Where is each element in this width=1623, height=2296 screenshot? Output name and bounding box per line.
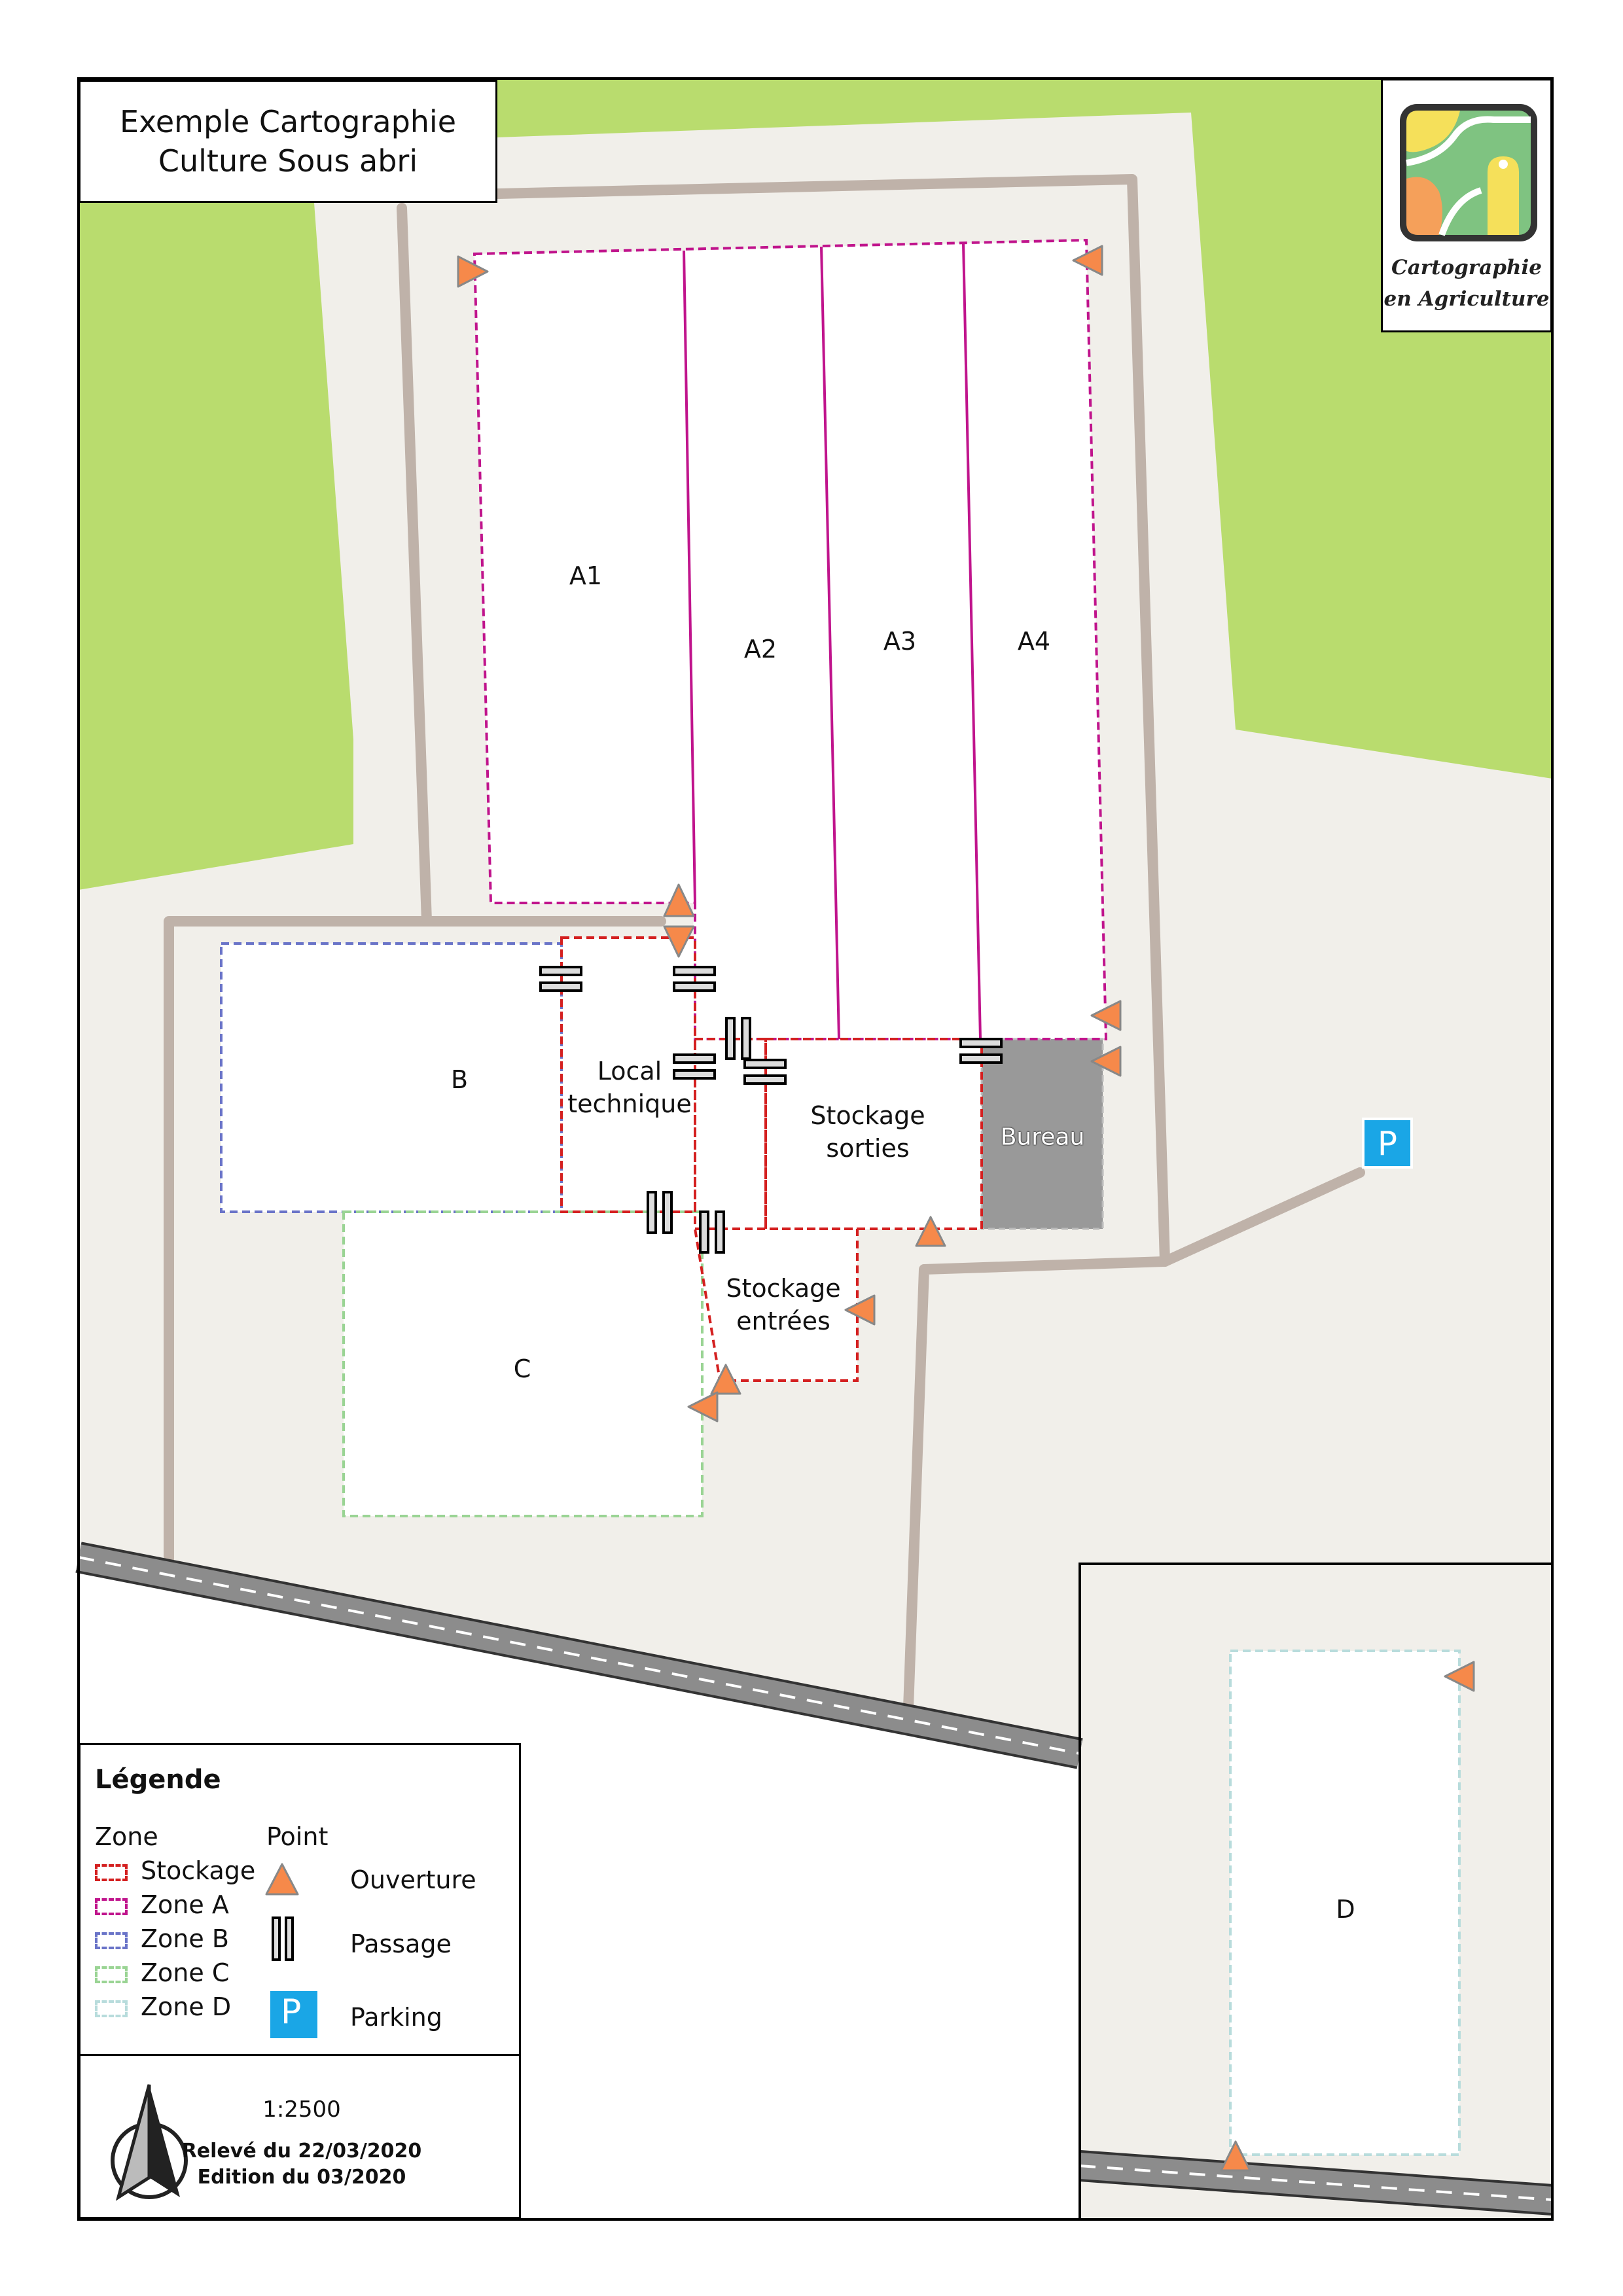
logo-text-line1: Cartographie xyxy=(1391,256,1542,279)
releve-date: Relevé du 22/03/2020 xyxy=(181,2140,422,2163)
label-stockage-sorties: Stockage sorties xyxy=(810,1099,925,1165)
legend-item-ouverture: Ouverture xyxy=(350,1865,476,1894)
logo-icon xyxy=(1400,104,1537,241)
opening-a4-south xyxy=(1090,1000,1122,1031)
legend-item-zone-d: Zone D xyxy=(141,1992,232,2021)
passage-sorties-west xyxy=(743,1059,787,1085)
parking-icon xyxy=(1362,1118,1413,1169)
label-b: B xyxy=(450,1065,469,1094)
label-bureau: Bureau xyxy=(1000,1123,1085,1151)
opening-a1-west xyxy=(457,255,489,288)
legend-heading: Légende xyxy=(95,1765,221,1795)
north-arrow-icon xyxy=(111,2084,188,2201)
map-title-box: Exemple Cartographie Culture Sous abri xyxy=(79,80,497,203)
opening-stockage-entrees-east xyxy=(844,1294,876,1326)
opening-a4-east xyxy=(1072,245,1103,276)
logo-text-line2: en Agriculture xyxy=(1383,287,1550,311)
legend-item-zone-b: Zone B xyxy=(141,1924,229,1953)
passage-local-east xyxy=(673,1053,716,1080)
legend-swatch-stockage xyxy=(95,1864,128,1881)
label-stockage-sorties-line2: sorties xyxy=(826,1134,910,1163)
legend-item-passage: Passage xyxy=(350,1930,452,1958)
grass-area-right xyxy=(1191,113,1552,779)
road xyxy=(75,1542,1554,2216)
legend-item-parking: Parking xyxy=(350,2003,442,2032)
stockage-outlines xyxy=(560,936,983,1382)
label-c: C xyxy=(513,1354,531,1383)
legend-point-heading: Point xyxy=(266,1822,329,1851)
opening-stockage-entrees-south xyxy=(710,1364,741,1395)
label-a2: A2 xyxy=(743,635,777,663)
label-stockage-sorties-line1: Stockage xyxy=(810,1101,925,1130)
passage-c-entrees xyxy=(699,1210,725,1254)
scale-box: 1:2500 Relevé du 22/03/2020 Edition du 0… xyxy=(79,2054,521,2219)
label-stockage-entrees-line2: entrées xyxy=(736,1307,830,1335)
label-stockage-entrees: Stockage entrées xyxy=(726,1272,840,1337)
legend-swatch-zone-b xyxy=(95,1932,128,1949)
opening-a1-south-down xyxy=(663,925,695,958)
opening-zone-d-east xyxy=(1444,1661,1475,1692)
legend-item-stockage: Stockage xyxy=(141,1856,256,1885)
legend-swatch-zone-c xyxy=(95,1966,128,1983)
logo-box: Cartographie en Agriculture xyxy=(1381,79,1552,332)
path-south xyxy=(903,1256,1170,1713)
map-title-line2: Culture Sous abri xyxy=(158,143,418,179)
edition-date: Edition du 03/2020 xyxy=(197,2166,406,2189)
opening-a1-south-up xyxy=(663,883,695,917)
label-a3: A3 xyxy=(883,627,917,656)
legend-item-zone-c: Zone C xyxy=(141,1958,230,1987)
label-a1: A1 xyxy=(569,561,603,590)
legend-zone-heading: Zone xyxy=(95,1822,158,1851)
passage-b-local xyxy=(539,966,582,992)
opening-zone-c xyxy=(687,1391,719,1422)
passage-vertical-top xyxy=(725,1017,751,1060)
label-stockage-entrees-line1: Stockage xyxy=(726,1274,841,1303)
label-d: D xyxy=(1336,1895,1355,1924)
grass-area-left xyxy=(79,203,353,890)
zone-fills xyxy=(221,240,1459,2155)
legend-triangle-icon xyxy=(265,1863,299,1896)
zone-b-outline xyxy=(220,942,563,1213)
map-title-line1: Exemple Cartographie xyxy=(119,104,457,139)
path-north xyxy=(164,203,432,1569)
openings xyxy=(457,245,1475,2172)
legend-passage-icon xyxy=(272,1916,294,1961)
passage-bureau xyxy=(959,1038,1003,1064)
zone-d-outline xyxy=(1229,1650,1461,2156)
label-local-technique-line2: technique xyxy=(567,1089,692,1118)
legend-swatch-zone-a xyxy=(95,1898,128,1915)
legend-swatch-zone-d xyxy=(95,2000,128,2017)
label-local-technique: Local technique xyxy=(567,1055,691,1120)
path-top xyxy=(492,174,1365,1267)
label-a4: A4 xyxy=(1017,627,1051,656)
legend-parking-letter: P xyxy=(281,1992,302,2032)
parking-letter: P xyxy=(1377,1125,1398,1163)
zone-c-outline xyxy=(342,1210,704,1517)
map-frame xyxy=(77,77,1554,2221)
opening-bureau-east xyxy=(1090,1046,1122,1077)
grass-area-top xyxy=(497,79,1381,137)
passage-local-a xyxy=(673,966,716,992)
legend-parking-icon xyxy=(268,1988,320,2041)
inset-d-frame xyxy=(1079,1563,1554,2221)
passages xyxy=(539,966,1003,1254)
label-local-technique-line1: Local xyxy=(597,1057,662,1086)
opening-zone-d-south xyxy=(1220,2140,1251,2172)
paths xyxy=(164,174,1365,1713)
map-scale: 1:2500 xyxy=(262,2096,341,2123)
legend-item-zone-a: Zone A xyxy=(141,1890,229,1919)
opening-stockage-sorties xyxy=(915,1216,946,1247)
passage-local-c xyxy=(647,1191,673,1234)
